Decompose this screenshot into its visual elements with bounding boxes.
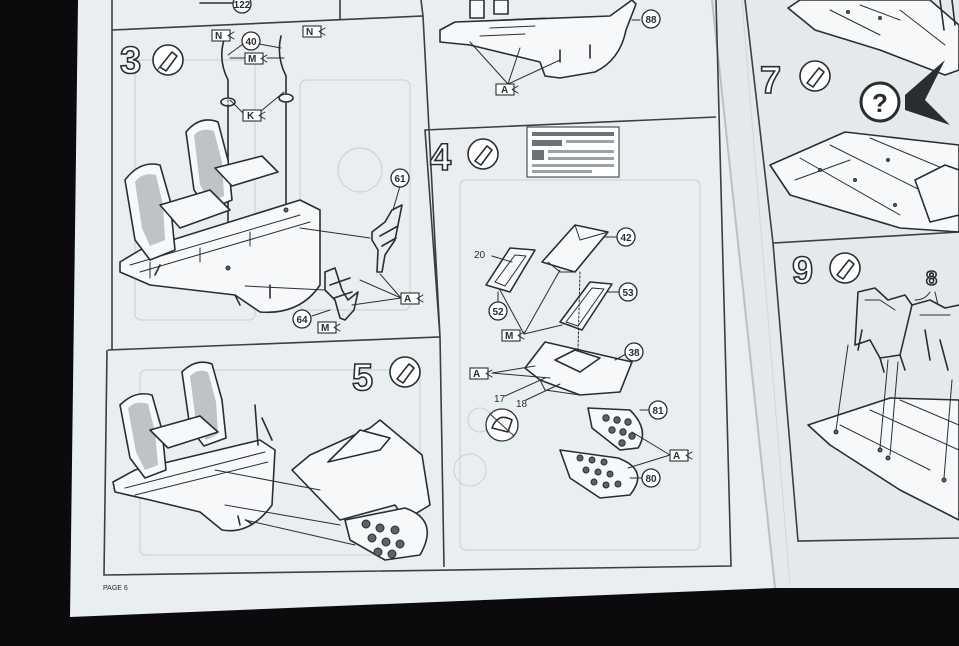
svg-text:9: 9 (792, 250, 813, 292)
glue-tube-icon (467, 138, 499, 170)
step-7: 7 ? (759, 59, 959, 233)
callout-122: 122 (232, 0, 252, 14)
right-top-assembly (787, 0, 959, 76)
part-64: 64 (244, 267, 359, 329)
svg-text:20: 20 (474, 250, 486, 261)
svg-text:88: 88 (645, 15, 657, 26)
connection-label-m: M (499, 269, 563, 342)
svg-text:52: 52 (492, 307, 504, 318)
floor-part (807, 397, 959, 521)
svg-text:A: A (473, 369, 480, 380)
svg-text:A: A (673, 451, 680, 462)
callout-40: 40 (227, 31, 282, 56)
glue-tube-icon (152, 44, 184, 76)
part-17-label: 17 (494, 394, 506, 405)
connection-label-a-left: A (469, 365, 551, 380)
assembled-cockpit (112, 361, 431, 561)
connection-label-a: A (351, 273, 424, 306)
callout-88: 88 (631, 9, 661, 29)
part-18-label: 18 (516, 399, 528, 410)
question-mark-icon: ? (859, 60, 950, 125)
svg-text:M: M (248, 54, 256, 65)
svg-text:80: 80 (645, 474, 657, 485)
left-page-frame (103, 0, 732, 576)
seat-assembly (119, 119, 321, 314)
right-page-frame (744, 0, 959, 542)
glue-tube-icon (799, 60, 831, 92)
connection-label-a: A (495, 83, 519, 96)
glue-tube-icon (389, 356, 421, 388)
part-42: 42 (541, 224, 636, 273)
svg-text:N: N (215, 31, 222, 42)
svg-text:M: M (505, 331, 513, 342)
svg-text:38: 38 (628, 348, 640, 359)
svg-text:7: 7 (760, 60, 781, 102)
svg-text:40: 40 (245, 37, 257, 48)
connection-label-n-left: N (211, 29, 235, 42)
svg-text:M: M (321, 323, 329, 334)
part-53: 53 (559, 281, 638, 331)
svg-text:53: 53 (622, 288, 634, 299)
svg-text:K: K (247, 111, 255, 122)
step-3: 3 40 N N M (119, 25, 424, 334)
svg-text:81: 81 (652, 406, 664, 417)
glue-tube-icon (829, 252, 861, 284)
step-9: 9 8 (791, 249, 959, 521)
decal-sheet-icon (526, 126, 620, 178)
svg-text:42: 42 (620, 233, 632, 244)
fuselage-floor-part (769, 131, 959, 233)
callout-52: 52 (488, 291, 508, 321)
part-81: 81 (587, 400, 668, 451)
step-5: 5 (112, 356, 431, 561)
connection-label-m-top: M (229, 52, 285, 65)
part-20: 20 (474, 247, 536, 293)
part-38: 38 (524, 341, 644, 396)
step-4: 4 20 42 (429, 126, 693, 499)
detail-inset (485, 408, 519, 442)
connection-label-a-right: A (627, 431, 693, 469)
svg-text:3: 3 (120, 40, 141, 82)
svg-text:122: 122 (234, 0, 251, 11)
top-strip-fragment: 122 88 A (199, 0, 661, 96)
part-8-label: 8 (926, 268, 937, 290)
part-80: 80 (559, 449, 661, 499)
connection-label-m: M (317, 321, 341, 334)
svg-text:5: 5 (352, 357, 373, 399)
seat-frames-part-8 (854, 287, 959, 373)
svg-text:N: N (306, 27, 313, 38)
svg-text:A: A (501, 85, 508, 96)
connection-label-k: K (229, 91, 285, 122)
page-number-label: PAGE 6 (103, 585, 128, 592)
svg-text:64: 64 (296, 315, 308, 326)
part-61: 61 (299, 168, 410, 273)
connection-label-n-right: N (302, 25, 326, 38)
svg-text:4: 4 (430, 137, 451, 179)
svg-text:?: ? (872, 88, 888, 118)
svg-text:61: 61 (394, 174, 406, 185)
svg-text:A: A (404, 294, 411, 305)
